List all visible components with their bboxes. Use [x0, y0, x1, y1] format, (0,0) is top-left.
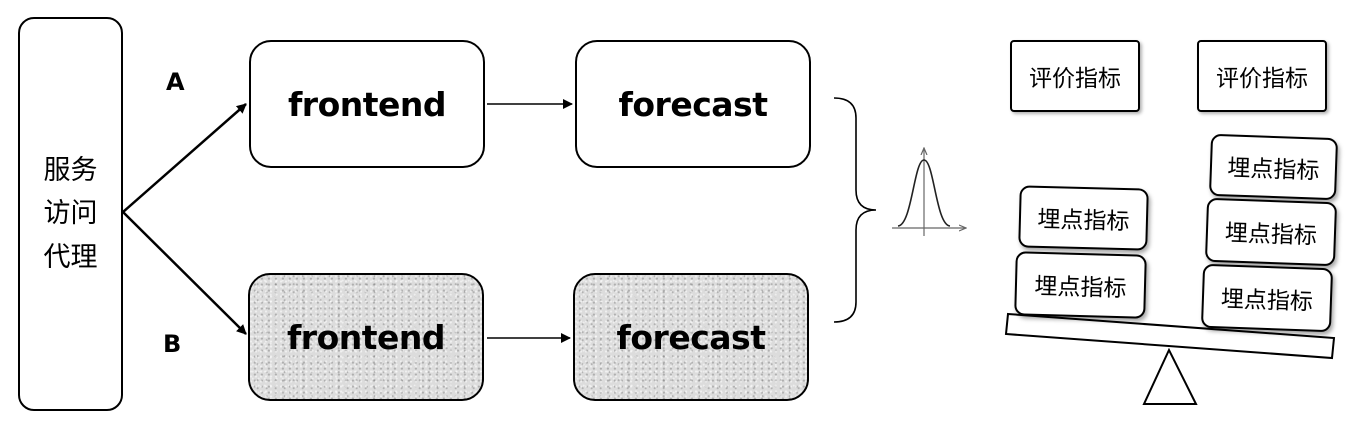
evaluation-metric-left: 评价指标	[1010, 40, 1140, 112]
tracking-metric-right-1-label: 埋点指标	[1226, 155, 1320, 185]
forecast-b-label: forecast	[616, 317, 766, 357]
evaluation-metric-right: 评价指标	[1197, 40, 1327, 112]
balance-scale	[1004, 312, 1336, 405]
frontend-a-node: frontend	[249, 40, 485, 168]
tracking-metric-right-1: 埋点指标	[1208, 133, 1339, 201]
tracking-metric-left-1-label: 埋点指标	[1037, 206, 1130, 236]
tracking-metric-left-2-label: 埋点指标	[1034, 273, 1127, 303]
curly-brace	[833, 97, 877, 323]
frontend-b-node: frontend	[248, 273, 484, 401]
tracking-metric-right-2: 埋点指标	[1204, 197, 1338, 267]
forecast-a-node: forecast	[575, 40, 811, 168]
evaluation-metric-left-label: 评价指标	[1029, 66, 1121, 92]
frontend-a-label: frontend	[287, 84, 447, 124]
service-access-proxy: 服务访问代理	[18, 17, 123, 411]
tracking-metric-right-2-label: 埋点指标	[1224, 220, 1318, 250]
forecast-b-node: forecast	[573, 273, 809, 401]
tracking-metric-right-3-label: 埋点指标	[1220, 286, 1314, 316]
tracking-metric-left-1: 埋点指标	[1018, 185, 1149, 251]
route-b-arrow	[122, 211, 247, 335]
tracking-metric-left-2: 埋点指标	[1014, 251, 1147, 319]
normal-distribution-icon	[892, 148, 966, 236]
frontend-b-label: frontend	[286, 317, 446, 357]
evaluation-metric-right-label: 评价指标	[1216, 66, 1308, 92]
tracking-metric-right-3: 埋点指标	[1200, 263, 1334, 333]
proxy-label: 服务访问代理	[43, 155, 98, 273]
forecast-a-label: forecast	[618, 84, 768, 124]
route-a-arrow	[122, 103, 247, 213]
route-b-label: B	[163, 330, 182, 358]
route-a-label: A	[166, 68, 185, 96]
